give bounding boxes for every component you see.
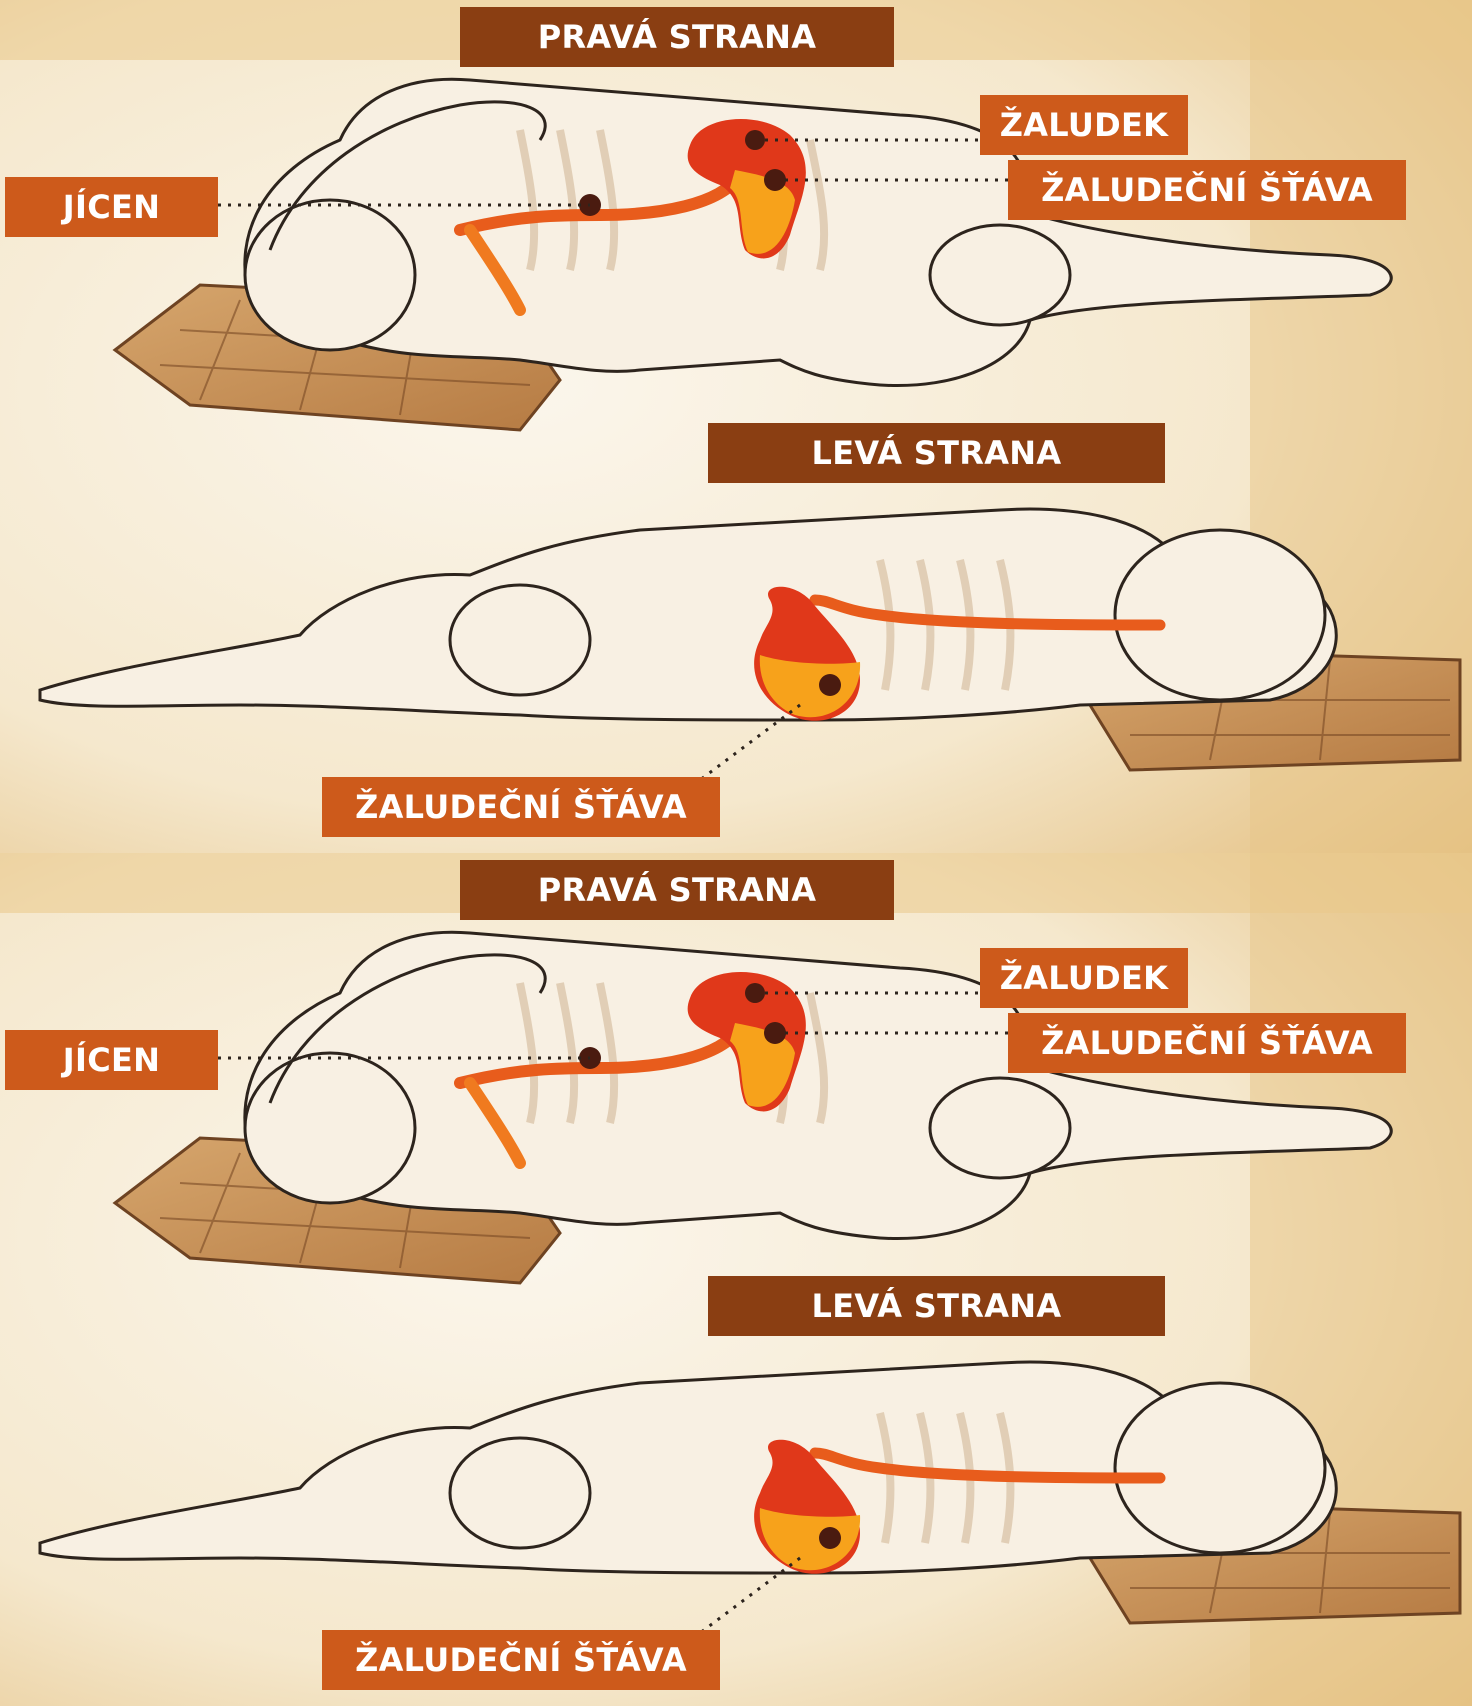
esophagus-tube-lower [809, 594, 1166, 631]
gastric-juice-label-bottom: ŽALUDEČNÍ ŠŤÁVA [322, 1630, 720, 1690]
left-side-sleeper [38, 507, 1462, 782]
left-side-title: LEVÁ STRANA [708, 1276, 1165, 1336]
esophagus-label: JÍCEN [5, 1030, 218, 1090]
right-side-title: PRAVÁ STRANA [460, 860, 894, 920]
gastric-juice-label-top: ŽALUDEČNÍ ŠŤÁVA [1008, 1013, 1406, 1073]
esophagus-tube-lower [809, 1447, 1166, 1484]
sleeping-positions-illustration [0, 0, 1472, 853]
body-upper [243, 77, 1393, 388]
head-lower [1113, 528, 1327, 702]
esophagus-tube [454, 1022, 746, 1089]
right-side-title: PRAVÁ STRANA [460, 7, 894, 67]
head-upper [243, 1051, 417, 1205]
gastric-juice-label-bottom: ŽALUDEČNÍ ŠŤÁVA [322, 777, 720, 837]
head-lower [1113, 1381, 1327, 1555]
left-side-sleeper [38, 1360, 1462, 1635]
esophagus-tube [454, 169, 746, 236]
gastric-juice-label-top: ŽALUDEČNÍ ŠŤÁVA [1008, 160, 1406, 220]
esophagus-label: JÍCEN [5, 177, 218, 237]
body-upper [243, 930, 1393, 1241]
stomach-label: ŽALUDEK [980, 95, 1188, 155]
right-side-sleeper [112, 930, 1393, 1285]
diagram-panel-2: PRAVÁ STRANA JÍCEN ŽALUDEK ŽALUDEČNÍ ŠŤÁ… [0, 853, 1472, 1706]
stomach-label: ŽALUDEK [980, 948, 1188, 1008]
diagram-panel-1: PRAVÁ STRANA JÍCEN ŽALUDEK ŽALUDEČNÍ ŠŤÁ… [0, 0, 1472, 853]
right-side-sleeper [112, 77, 1393, 432]
head-upper [243, 198, 417, 352]
left-side-title: LEVÁ STRANA [708, 423, 1165, 483]
